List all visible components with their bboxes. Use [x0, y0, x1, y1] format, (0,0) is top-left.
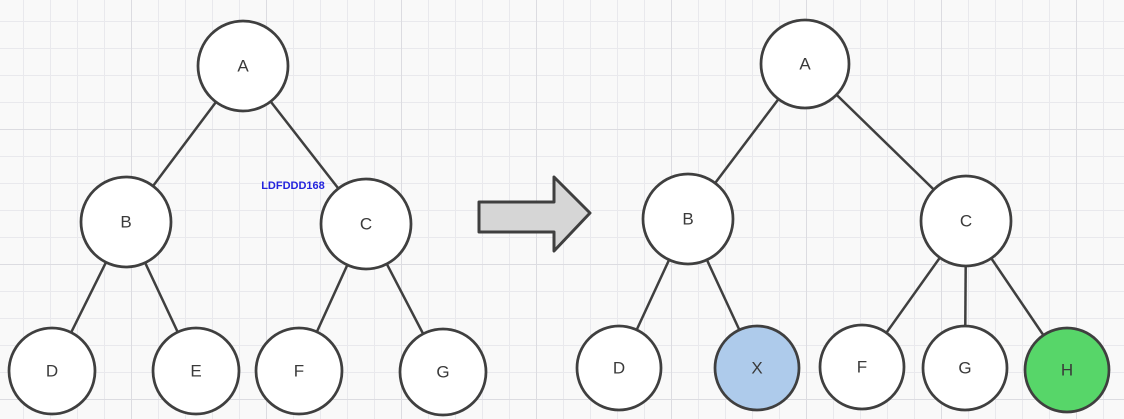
tree-before-node-label-F: F: [294, 362, 304, 381]
tree-after-node-C[interactable]: [919, 174, 1013, 268]
tree-before-node-label-B: B: [120, 213, 131, 232]
tree-after-node-F[interactable]: [818, 323, 906, 411]
tree-before-node-G[interactable]: [398, 327, 488, 417]
tree-after-node-label-B: B: [682, 210, 693, 229]
tree-before-node-E[interactable]: [151, 326, 241, 416]
tree-before-node-label-E: E: [190, 362, 201, 381]
tree-before-node-B[interactable]: [79, 175, 173, 269]
tree-after-node-label-X: X: [751, 359, 762, 378]
tree-after-node-label-C: C: [960, 212, 972, 231]
tree-before-node-label-D: D: [46, 362, 58, 381]
tree-before-node-D[interactable]: [7, 326, 97, 416]
tree-before-node-A[interactable]: [196, 19, 290, 113]
edge-annotation-label[interactable]: LDFDDD168: [261, 180, 325, 192]
tree-before-node-label-G: G: [436, 363, 449, 382]
tree-after-node-G[interactable]: [921, 324, 1009, 412]
tree-after-node-label-A: A: [799, 55, 811, 74]
tree-after-node-label-G: G: [958, 359, 971, 378]
tree-after-node-H[interactable]: [1023, 326, 1111, 414]
tree-after-node-label-H: H: [1061, 361, 1073, 380]
tree-after-node-B[interactable]: [641, 172, 735, 266]
transform-arrow-icon[interactable]: [477, 175, 592, 253]
tree-before: A B C D E F G: [7, 19, 488, 417]
tree-after-node-D[interactable]: [575, 324, 663, 412]
tree-before-node-C[interactable]: [319, 177, 413, 271]
tree-after-node-X[interactable]: [713, 324, 801, 412]
tree-before-node-label-A: A: [237, 57, 249, 76]
tree-after-node-A[interactable]: [759, 18, 851, 110]
tree-after-node-label-F: F: [857, 358, 867, 377]
tree-before-node-F[interactable]: [254, 326, 344, 416]
tree-after: A B C D X F G H: [575, 18, 1111, 414]
tree-after-node-label-D: D: [613, 359, 625, 378]
tree-before-node-label-C: C: [360, 215, 372, 234]
